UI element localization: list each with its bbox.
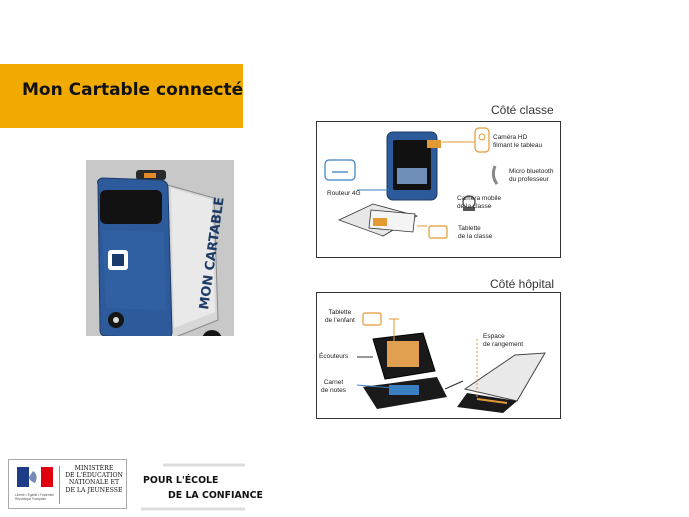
label-micro: Micro bluetooth du professeur (509, 168, 554, 183)
side-class-diagram (324, 127, 499, 239)
label-class-tablet: Tablette de la classe (458, 225, 493, 240)
side-hospital-heading: Côté hôpital (490, 277, 555, 291)
suitcase-illustration: MON CARTABLE (86, 160, 234, 361)
ecole-line2: DE LA CONFIANCE (168, 490, 263, 501)
ecole-logo-frame (141, 463, 245, 511)
suitcase-photo: MON CARTABLE (86, 160, 234, 361)
side-class-heading: Côté classe (491, 103, 554, 117)
label-notebook: Carnet de notes (321, 379, 346, 394)
side-class-panel: Caméra HD filmant le tableau Micro bluet… (316, 121, 561, 258)
ministry-logo: Liberté • Égalité • Fraternité Républiqu… (8, 459, 127, 509)
ecole-confiance-logo: POUR L'ÉCOLE DE LA CONFIANCE (141, 462, 263, 512)
logo-divider (59, 466, 60, 504)
label-hd-camera: Caméra HD filmant le tableau (493, 134, 543, 149)
label-storage: Espace de rangement (483, 333, 524, 348)
title-banner (0, 64, 243, 128)
ministry-text: MINISTÈRE DE L'ÉDUCATION NATIONALE ET DE… (65, 465, 123, 494)
side-hospital-panel: Tablette de l'enfant Écouteurs Carnet de… (316, 292, 561, 419)
label-child-tablet: Tablette de l'enfant (325, 309, 355, 324)
label-mobile-camera: Caméra mobile de la classe (457, 195, 502, 210)
ecole-line1: POUR L'ÉCOLE (143, 475, 219, 486)
republic-text: Liberté • Égalité • Fraternité Républiqu… (15, 493, 54, 501)
label-headphones: Écouteurs (319, 353, 349, 360)
marianne-flag-icon (17, 467, 53, 487)
side-hospital-diagram (356, 312, 546, 413)
page-title: Mon Cartable connecté (22, 80, 244, 100)
label-router: Routeur 4G (327, 190, 361, 197)
